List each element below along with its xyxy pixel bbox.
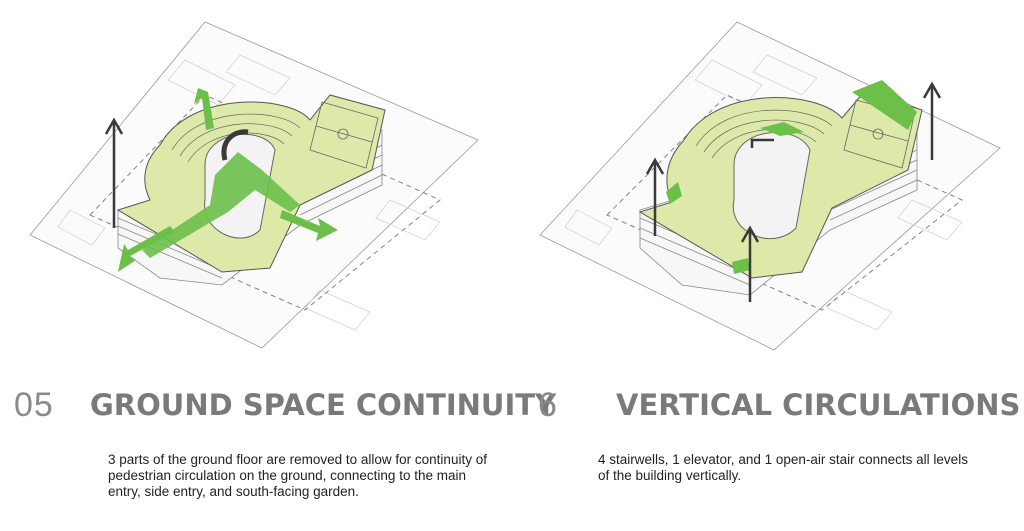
panel-ground-space-continuity: 05 GROUND SPACE CONTINUITY 3 parts of th… [14, 21, 556, 499]
vertical-arrow-south [740, 225, 760, 302]
arrow-garden [118, 226, 175, 272]
step-number: 05 [14, 386, 54, 424]
vertical-arrow-west [645, 157, 665, 236]
stair-highlights [666, 80, 917, 274]
arrow-side-entry [280, 210, 338, 241]
arrow-main-entry [194, 88, 214, 130]
site-boundary [606, 94, 963, 311]
step-caption: 4 stairwells, 1 elevator, and 1 open-air… [598, 452, 968, 483]
site-context [57, 54, 441, 331]
stairwell-west [666, 182, 682, 204]
stairwell-inner [760, 122, 804, 136]
basketball-court [309, 101, 379, 169]
open-air-stair [852, 80, 917, 130]
step-number: 6 [538, 386, 558, 424]
green-arrows [118, 88, 338, 272]
vertical-arrow [104, 117, 124, 228]
panel-vertical-circulations: 6 VERTICAL CIRCULATIONS 4 stairwells, 1 … [512, 0, 1024, 531]
stairwell-south [732, 258, 750, 274]
step-caption: 3 parts of the ground floor are removed … [108, 452, 487, 499]
step-title: VERTICAL CIRCULATIONS [616, 388, 1021, 422]
inner-courtyard [732, 131, 811, 239]
courtyard-arc [221, 129, 249, 161]
step-title: GROUND SPACE CONTINUITY [90, 388, 557, 422]
vertical-arrow-east [922, 81, 942, 160]
vertical-circulations-diagram [539, 21, 1001, 351]
vertical-arrow-inner [750, 138, 774, 148]
ground-circulation [142, 152, 300, 258]
ground-space-continuity-diagram [29, 21, 479, 349]
